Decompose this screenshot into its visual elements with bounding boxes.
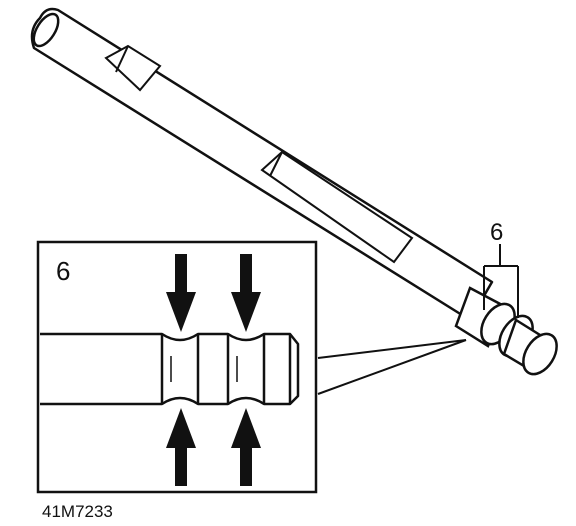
callout-inset-label: 6 — [56, 256, 70, 286]
flat-2 — [260, 150, 414, 264]
callout-top-label: 6 — [490, 219, 503, 246]
arrow-bottom-right — [231, 408, 261, 486]
groove-arrows — [166, 254, 261, 486]
shaft-tip — [522, 332, 558, 376]
flat-1 — [104, 44, 162, 92]
shaft-end-cap — [32, 12, 60, 48]
leader-lines — [317, 339, 467, 395]
figure-code: 41M7233 — [42, 502, 113, 521]
shaft-flats — [104, 44, 414, 264]
shaft-grooved-end — [454, 286, 558, 376]
arrow-top-right — [231, 254, 261, 332]
arrow-top-left — [166, 254, 196, 332]
inset-shaft-profile — [40, 332, 300, 406]
arrow-bottom-left — [166, 408, 196, 486]
groove-bracket — [483, 244, 519, 318]
